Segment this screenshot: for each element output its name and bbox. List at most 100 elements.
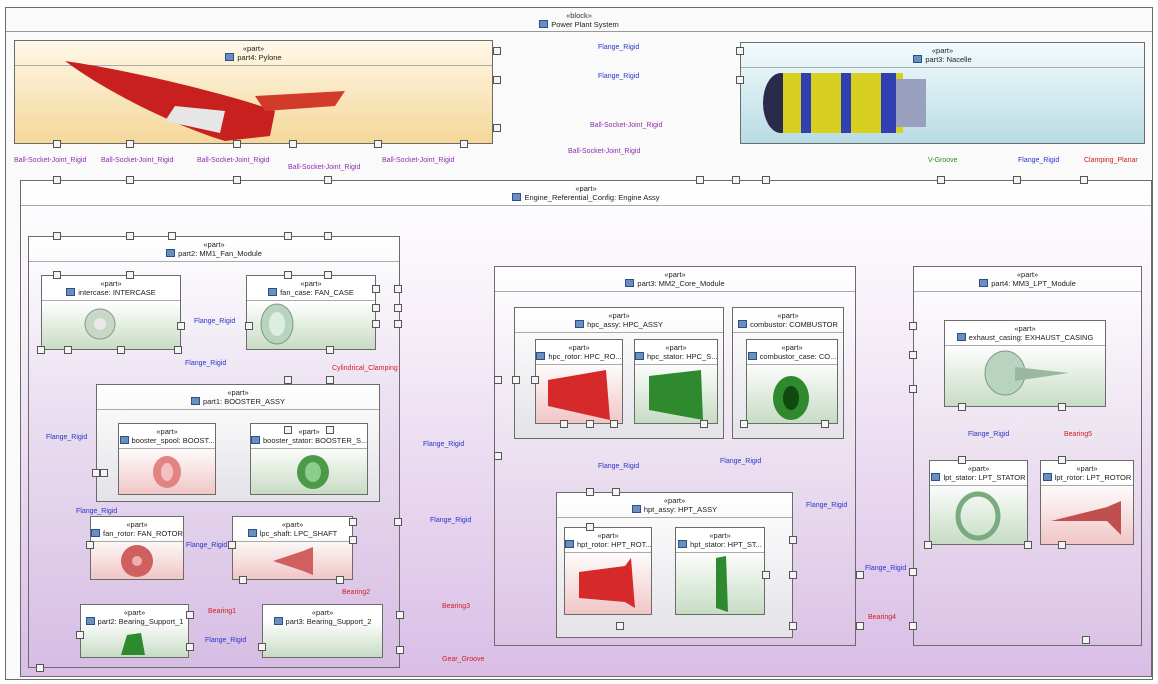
port[interactable]	[394, 320, 402, 328]
port[interactable]	[394, 518, 402, 526]
port[interactable]	[736, 47, 744, 55]
port[interactable]	[924, 541, 932, 549]
port[interactable]	[610, 420, 618, 428]
port[interactable]	[37, 346, 45, 354]
port[interactable]	[1080, 176, 1088, 184]
port[interactable]	[372, 304, 380, 312]
port[interactable]	[909, 322, 917, 330]
port[interactable]	[324, 176, 332, 184]
port[interactable]	[336, 576, 344, 584]
port[interactable]	[126, 271, 134, 279]
port[interactable]	[762, 176, 770, 184]
part-fan-case[interactable]: «part» fan_case: FAN_CASE	[246, 275, 376, 350]
port[interactable]	[177, 322, 185, 330]
port[interactable]	[126, 140, 134, 148]
port[interactable]	[909, 622, 917, 630]
port[interactable]	[493, 76, 501, 84]
port[interactable]	[284, 271, 292, 279]
port[interactable]	[1013, 176, 1021, 184]
part-hpt-stator[interactable]: «part» hpt_stator: HPT_ST...	[675, 527, 765, 615]
port[interactable]	[612, 488, 620, 496]
part-intercase[interactable]: «part» intercase: INTERCASE	[41, 275, 181, 350]
port[interactable]	[821, 420, 829, 428]
port[interactable]	[937, 176, 945, 184]
port[interactable]	[958, 403, 966, 411]
port[interactable]	[53, 232, 61, 240]
port[interactable]	[732, 176, 740, 184]
port[interactable]	[789, 622, 797, 630]
port[interactable]	[586, 488, 594, 496]
part-fan-rotor[interactable]: «part» fan_rotor: FAN_ROTOR	[90, 516, 184, 580]
port[interactable]	[76, 631, 84, 639]
part-exhaust-casing[interactable]: «part» exhaust_casing: EXHAUST_CASING	[944, 320, 1106, 407]
port[interactable]	[531, 376, 539, 384]
port[interactable]	[372, 285, 380, 293]
part-hpc-stator[interactable]: «part» hpc_stator: HPC_S...	[634, 339, 718, 424]
port[interactable]	[245, 322, 253, 330]
port[interactable]	[64, 346, 72, 354]
port[interactable]	[186, 643, 194, 651]
port[interactable]	[100, 469, 108, 477]
port[interactable]	[284, 376, 292, 384]
port[interactable]	[284, 232, 292, 240]
port[interactable]	[460, 140, 468, 148]
port[interactable]	[372, 320, 380, 328]
port[interactable]	[36, 664, 44, 672]
port[interactable]	[740, 420, 748, 428]
part-lpc-shaft[interactable]: «part» lpc_shaft: LPC_SHAFT	[232, 516, 353, 580]
part-bearing-support-1[interactable]: «part» part2: Bearing_Support_1	[80, 604, 189, 658]
port[interactable]	[92, 469, 100, 477]
port[interactable]	[233, 140, 241, 148]
port[interactable]	[233, 176, 241, 184]
port[interactable]	[53, 176, 61, 184]
port[interactable]	[126, 232, 134, 240]
port[interactable]	[324, 232, 332, 240]
port[interactable]	[228, 541, 236, 549]
part-bearing-support-2[interactable]: «part» part3: Bearing_Support_2	[262, 604, 383, 658]
port[interactable]	[856, 622, 864, 630]
port[interactable]	[789, 536, 797, 544]
port[interactable]	[396, 611, 404, 619]
port[interactable]	[394, 285, 402, 293]
port[interactable]	[258, 643, 266, 651]
port[interactable]	[1058, 541, 1066, 549]
port[interactable]	[396, 646, 404, 654]
port[interactable]	[374, 140, 382, 148]
port[interactable]	[958, 456, 966, 464]
port[interactable]	[126, 176, 134, 184]
port[interactable]	[349, 518, 357, 526]
port[interactable]	[53, 271, 61, 279]
port[interactable]	[856, 571, 864, 579]
port[interactable]	[394, 304, 402, 312]
port[interactable]	[909, 385, 917, 393]
port[interactable]	[909, 568, 917, 576]
port[interactable]	[326, 426, 334, 434]
part-lpt-stator[interactable]: «part» lpt_stator: LPT_STATOR	[929, 460, 1028, 545]
port[interactable]	[326, 346, 334, 354]
part-combustor-case[interactable]: «part» combustor_case: CO...	[746, 339, 838, 424]
port[interactable]	[326, 376, 334, 384]
port[interactable]	[762, 571, 770, 579]
part-pylone[interactable]: «part» part4: Pylone	[14, 40, 493, 144]
port[interactable]	[494, 376, 502, 384]
port[interactable]	[168, 232, 176, 240]
port[interactable]	[700, 420, 708, 428]
port[interactable]	[494, 452, 502, 460]
port[interactable]	[117, 346, 125, 354]
port[interactable]	[53, 140, 61, 148]
port[interactable]	[736, 76, 744, 84]
port[interactable]	[789, 571, 797, 579]
port[interactable]	[1058, 456, 1066, 464]
port[interactable]	[349, 536, 357, 544]
port[interactable]	[560, 420, 568, 428]
port[interactable]	[696, 176, 704, 184]
port[interactable]	[493, 124, 501, 132]
port[interactable]	[86, 541, 94, 549]
port[interactable]	[586, 420, 594, 428]
port[interactable]	[324, 271, 332, 279]
port[interactable]	[1082, 636, 1090, 644]
part-nacelle[interactable]: «part» part3: Nacelle	[740, 42, 1145, 144]
part-booster-stator[interactable]: «part» booster_stator: BOOSTER_S...	[250, 423, 368, 495]
port[interactable]	[284, 426, 292, 434]
part-lpt-rotor[interactable]: «part» lpt_rotor: LPT_ROTOR	[1040, 460, 1134, 545]
